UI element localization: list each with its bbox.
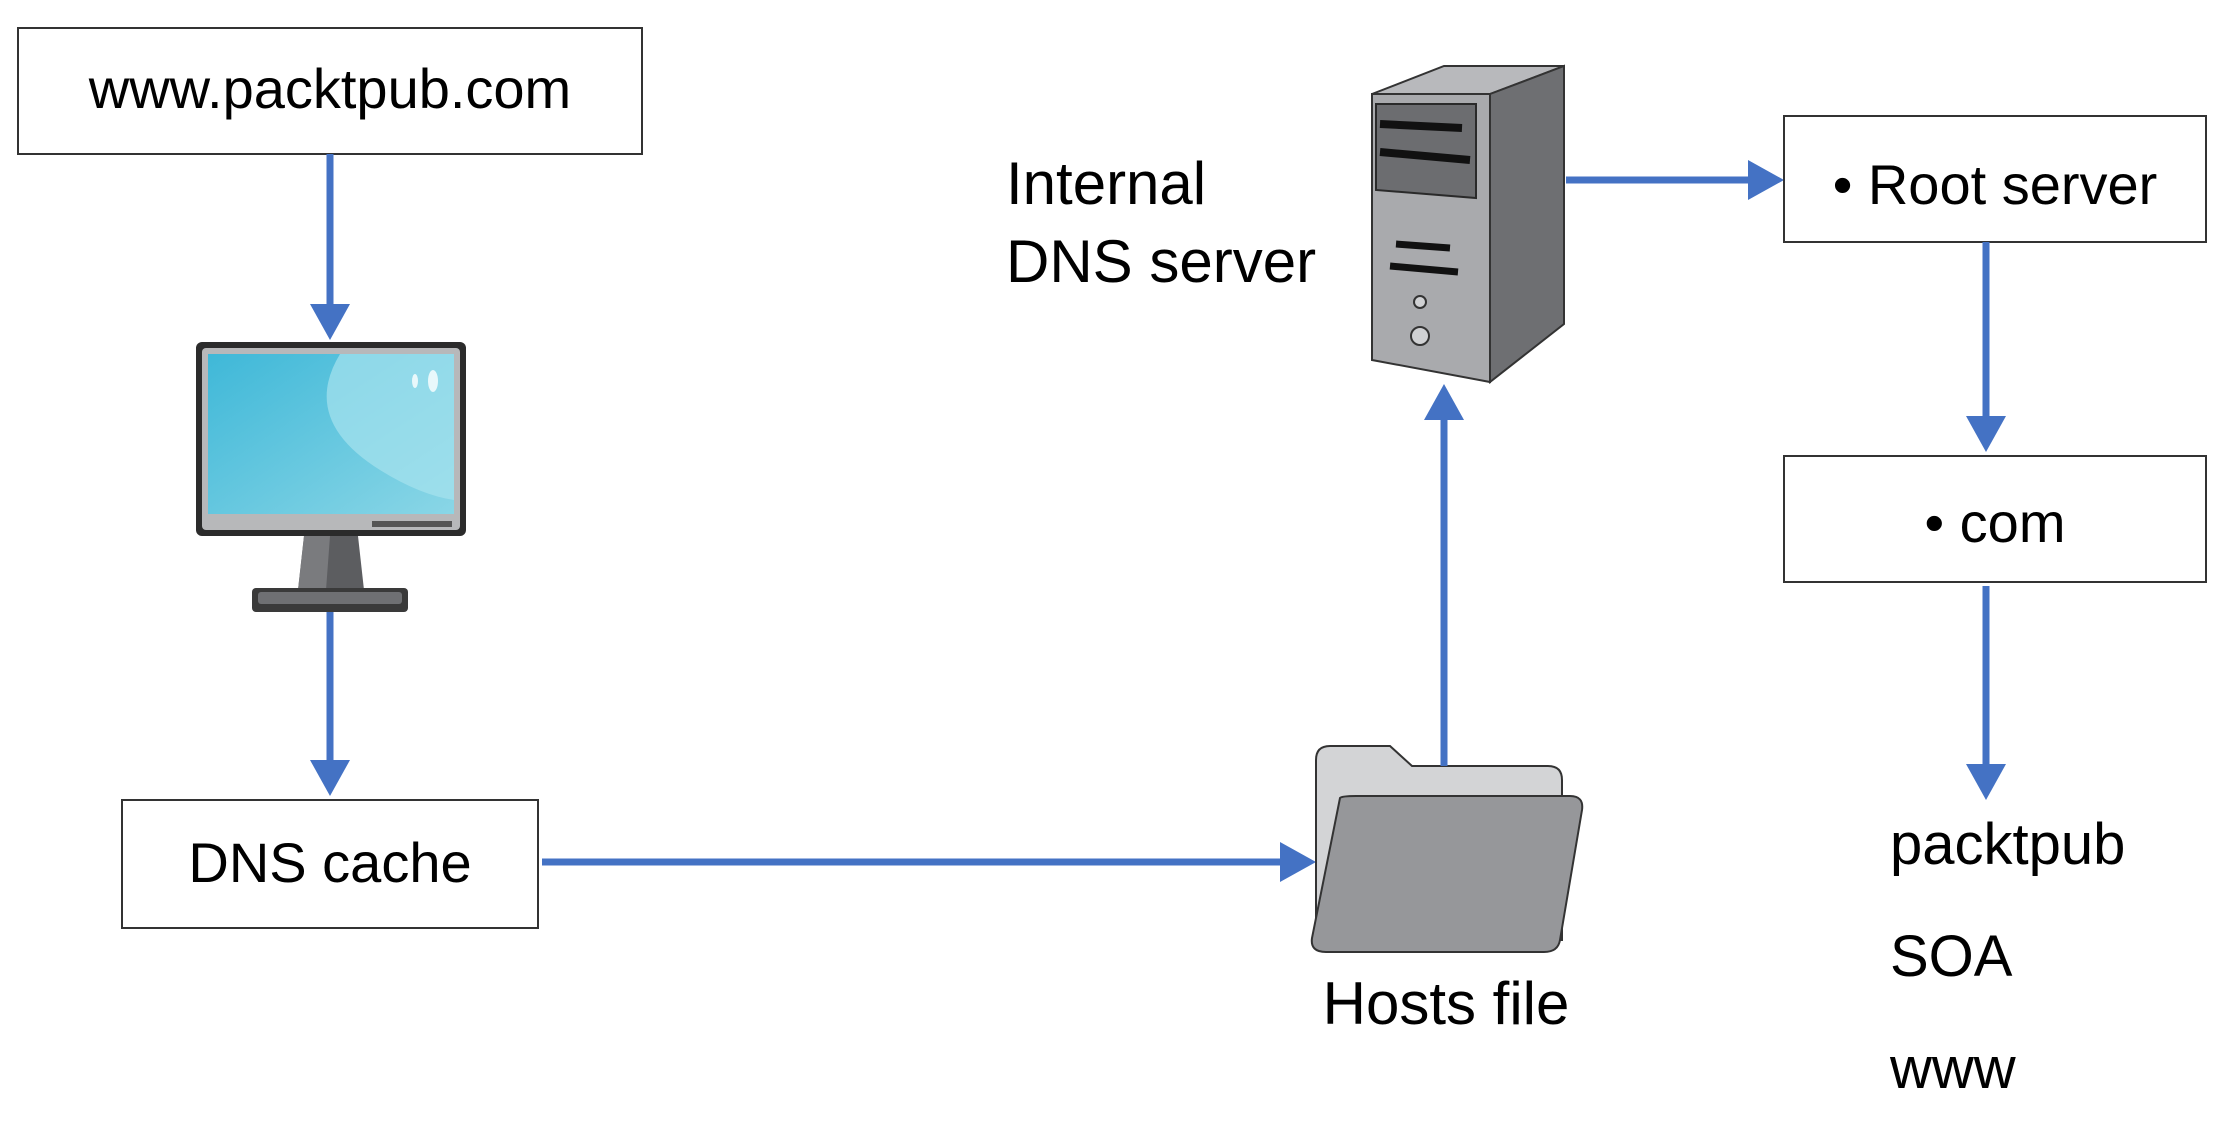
- open-folder-icon: [1310, 745, 1584, 953]
- arrow-computer-to-dns-cache: [310, 612, 350, 796]
- arrow-root-server-to-com: [1966, 242, 2006, 452]
- arrow-dns-cache-to-hosts-file: [542, 842, 1316, 882]
- root-server-node: • Root server: [1783, 115, 2207, 243]
- internal-dns-label-line1: Internal: [1006, 150, 1206, 217]
- zone-records-list: packtpub SOA www: [1889, 812, 2125, 1101]
- arrow-hosts-file-to-dns-server: [1424, 384, 1464, 766]
- root-server-label: • Root server: [1833, 153, 2158, 216]
- hosts-file-label: Hosts file: [1323, 970, 1570, 1037]
- arrow-com-to-zone-records: [1966, 586, 2006, 800]
- tower-server-icon: [1371, 64, 1565, 385]
- internal-dns-label-line2: DNS server: [1006, 228, 1316, 295]
- url-node: www.packtpub.com: [17, 27, 643, 155]
- com-label: • com: [1925, 491, 2066, 554]
- zone-record-packtpub: packtpub: [1890, 812, 2125, 877]
- url-label: www.packtpub.com: [88, 57, 571, 120]
- zone-record-soa: SOA: [1890, 924, 2013, 989]
- desktop-monitor-icon: [196, 342, 466, 612]
- dns-cache-label: DNS cache: [188, 831, 471, 894]
- dns-cache-node: DNS cache: [121, 799, 539, 929]
- arrow-dns-server-to-root-server: [1566, 160, 1784, 200]
- zone-record-www: www: [1889, 1036, 2017, 1101]
- arrow-url-to-computer: [310, 154, 350, 340]
- com-node: • com: [1783, 455, 2207, 583]
